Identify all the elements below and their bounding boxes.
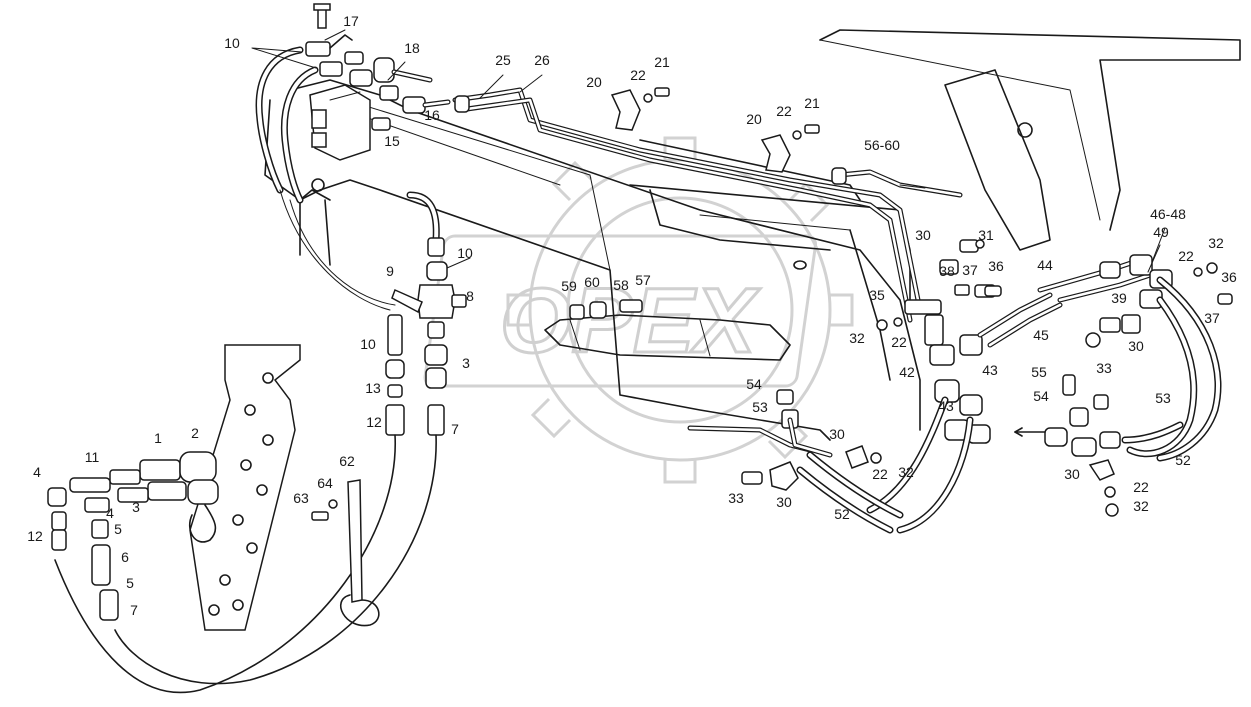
callout-52-b: 52	[834, 506, 850, 522]
callout-33-a: 33	[1096, 360, 1112, 376]
callout-39: 39	[1111, 290, 1127, 306]
strap-62	[311, 479, 380, 627]
callout-3-b: 3	[132, 499, 140, 515]
callout-63: 63	[293, 490, 309, 506]
ball-valve-assembly	[385, 191, 467, 436]
pipe-56-60	[831, 167, 963, 198]
lower-middle-fittings	[687, 389, 904, 534]
callout-26: 26	[534, 52, 550, 68]
top-fittings	[305, 3, 451, 131]
cylinder	[544, 299, 791, 361]
callout-43-a: 43	[982, 362, 998, 378]
leader-lines	[251, 29, 1166, 273]
callout-10-low: 10	[360, 336, 376, 352]
callout-54-a: 54	[1033, 388, 1049, 404]
callout-32-c: 32	[898, 464, 914, 480]
callout-30-a: 30	[915, 227, 931, 243]
callout-22-a: 22	[630, 67, 646, 83]
callout-30-b: 30	[1128, 338, 1144, 354]
callout-4-b: 4	[106, 505, 114, 521]
callout-7-a: 7	[451, 421, 459, 437]
clamp-20-b	[760, 124, 820, 173]
callout-35: 35	[869, 287, 885, 303]
callout-32-a: 32	[1208, 235, 1224, 251]
callout-38: 38	[939, 263, 955, 279]
callout-25: 25	[495, 52, 511, 68]
clamp-20-a	[610, 87, 670, 131]
callout-5-a: 5	[114, 521, 122, 537]
callout-59: 59	[561, 278, 577, 294]
callout-17: 17	[343, 13, 359, 29]
right-manifold	[876, 239, 1233, 444]
callout-62: 62	[339, 453, 355, 469]
lower-right-fittings	[1014, 374, 1121, 517]
quick-couplers	[47, 451, 219, 621]
callout-37-b: 37	[1204, 310, 1220, 326]
hoses-right	[866, 276, 1222, 534]
callout-31: 31	[978, 227, 994, 243]
callout-6: 6	[121, 549, 129, 565]
callout-1: 1	[154, 430, 162, 446]
callout-4-a: 4	[33, 464, 41, 480]
callout-20-a: 20	[586, 74, 602, 90]
callout-57: 57	[635, 272, 651, 288]
callout-45: 45	[1033, 327, 1049, 343]
callout-22-f: 22	[1133, 479, 1149, 495]
callout-15: 15	[384, 133, 400, 149]
callout-10-mid: 10	[457, 245, 473, 261]
callout-11: 11	[85, 449, 100, 465]
callout-53-b: 53	[752, 399, 768, 415]
callout-36-b: 36	[1221, 269, 1237, 285]
hoses-left	[255, 46, 396, 311]
boom-pipes	[452, 87, 923, 323]
callout-56-60: 56-60	[864, 137, 900, 153]
callout-16: 16	[424, 107, 440, 123]
callout-21-b: 21	[804, 95, 820, 111]
callout-7-b: 7	[130, 602, 138, 618]
callout-30-d: 30	[1064, 466, 1080, 482]
callout-21-a: 21	[654, 54, 670, 70]
callout-12-a: 12	[366, 414, 382, 430]
callout-64: 64	[317, 475, 333, 491]
callout-32-d: 32	[1133, 498, 1149, 514]
callout-10-top: 10	[224, 35, 240, 51]
valve-block	[309, 84, 371, 161]
callout-12-b: 12	[27, 528, 43, 544]
callout-20-b: 20	[746, 111, 762, 127]
callout-37-a: 37	[962, 262, 978, 278]
callout-46-48: 46-48	[1150, 206, 1186, 222]
bracket-plate	[189, 344, 301, 631]
lower-long-hoses	[54, 434, 437, 694]
callout-49: 49	[1153, 224, 1169, 240]
callout-44: 44	[1037, 257, 1053, 273]
callout-9: 9	[386, 263, 394, 279]
callout-43-b: 43	[938, 398, 954, 414]
callout-54-b: 54	[746, 376, 762, 392]
callout-22-e: 22	[872, 466, 888, 482]
callout-53-a: 53	[1155, 390, 1171, 406]
callout-22-c: 22	[1178, 248, 1194, 264]
callout-22-b: 22	[776, 103, 792, 119]
callout-32-b: 32	[849, 330, 865, 346]
callout-13: 13	[365, 380, 381, 396]
callout-18: 18	[404, 40, 420, 56]
callout-33-b: 33	[728, 490, 744, 506]
watermark-text: OPEX	[500, 270, 760, 372]
callout-58: 58	[613, 277, 629, 293]
callout-30-e: 30	[776, 494, 792, 510]
callout-30-c: 30	[829, 426, 845, 442]
callout-52-a: 52	[1175, 452, 1191, 468]
callout-5-b: 5	[126, 575, 134, 591]
callout-55: 55	[1031, 364, 1047, 380]
callout-2: 2	[191, 425, 199, 441]
callout-36-a: 36	[988, 258, 1004, 274]
callout-60: 60	[584, 274, 600, 290]
callout-8: 8	[466, 288, 474, 304]
callout-22-d: 22	[891, 334, 907, 350]
callout-42: 42	[899, 364, 915, 380]
callout-3-a: 3	[462, 355, 470, 371]
